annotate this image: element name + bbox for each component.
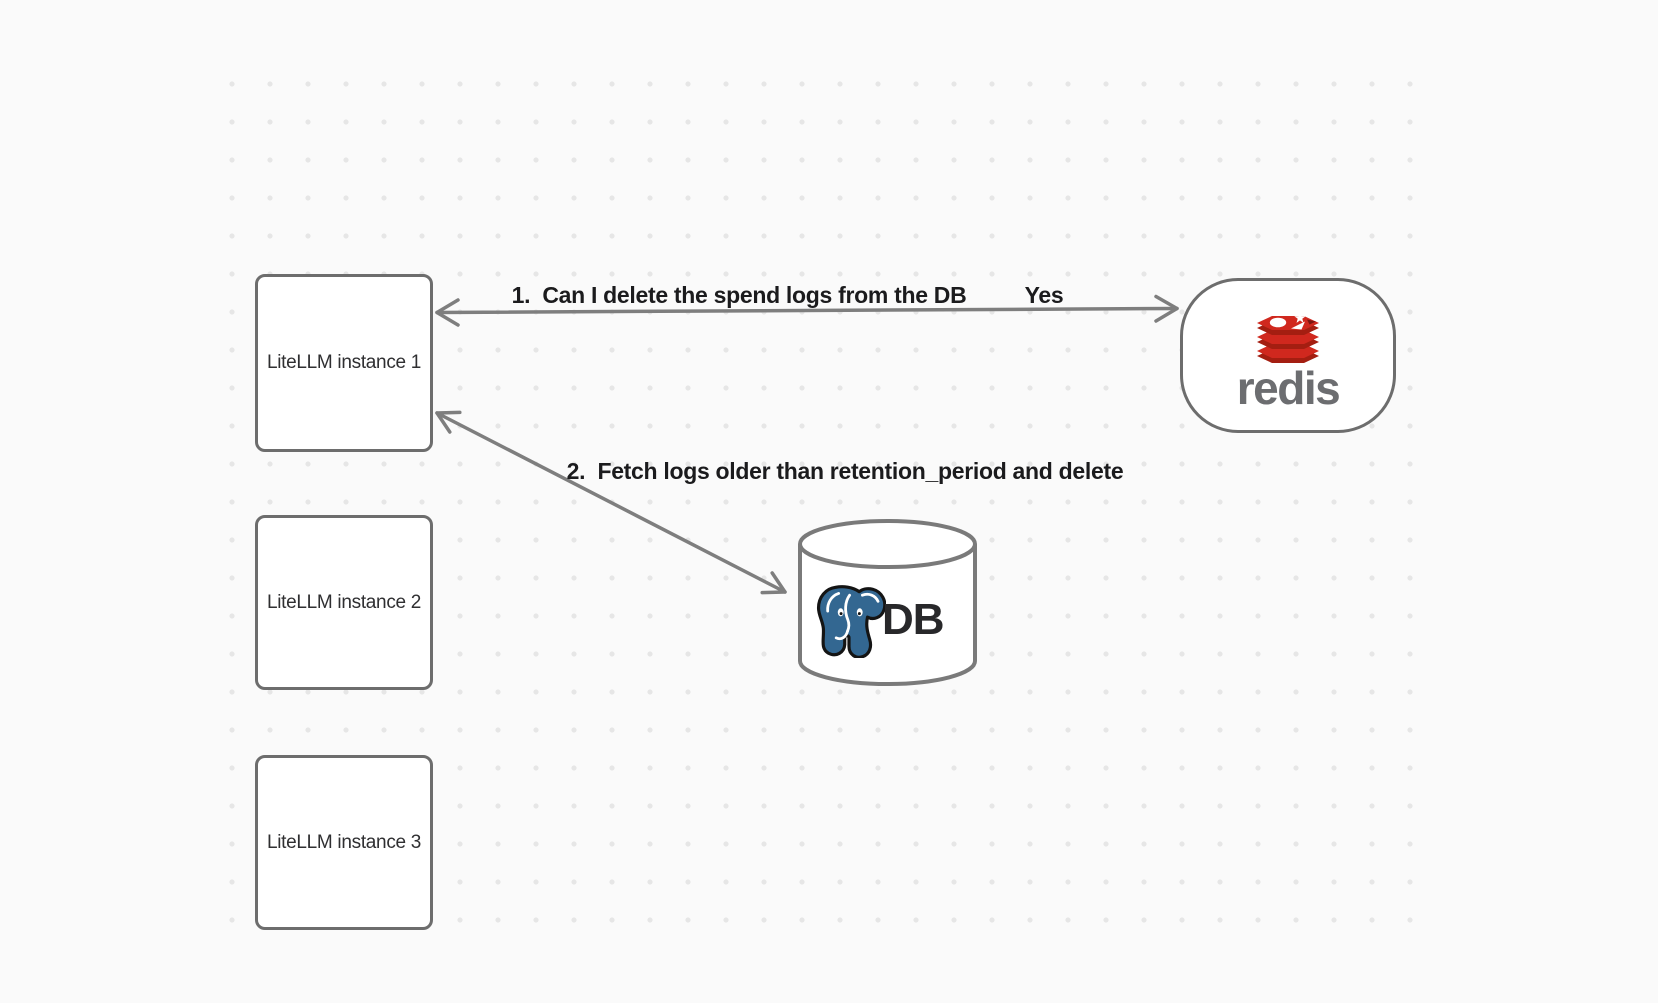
redis-wordmark: redis [1236, 362, 1341, 414]
edge-1-label[interactable]: 1. Can I delete the spend logs from the … [511, 282, 967, 308]
db-label: DB [882, 595, 945, 644]
postgresql-elephant-icon [816, 585, 886, 658]
edge-1-response-label[interactable]: Yes [1024, 282, 1064, 308]
litellm-instance-2-node[interactable]: LiteLLM instance 2 [255, 515, 433, 690]
redis-node[interactable]: redis [1180, 278, 1396, 433]
litellm-instance-2-label: LiteLLM instance 2 [266, 591, 422, 613]
litellm-instance-3-label: LiteLLM instance 3 [266, 831, 422, 853]
litellm-instance-1-node[interactable]: LiteLLM instance 1 [255, 274, 433, 452]
arrow-instance1-redis[interactable] [435, 294, 1179, 327]
litellm-instance-1-label: LiteLLM instance 1 [266, 352, 422, 373]
redis-stack-icon [1257, 312, 1319, 363]
litellm-instance-3-node[interactable]: LiteLLM instance 3 [255, 755, 433, 930]
postgres-db-node[interactable]: DB [798, 518, 977, 689]
edge-2-label[interactable]: 2. Fetch logs older than retention_perio… [566, 458, 1124, 484]
arrow-instance1-db[interactable] [435, 410, 787, 595]
